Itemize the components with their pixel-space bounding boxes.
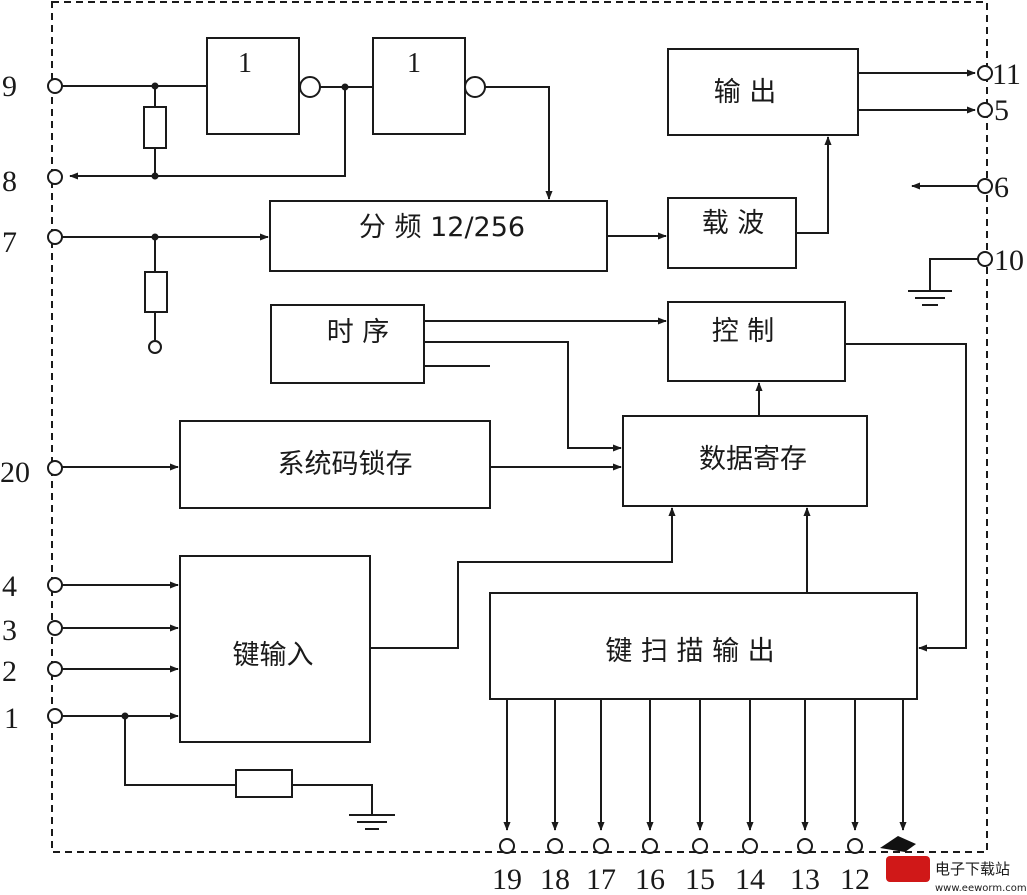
pin-4	[47, 577, 63, 593]
inverter-1-bubble	[299, 76, 321, 98]
system-code-latch-label: 系统码锁存	[278, 449, 413, 480]
watermark-logo-icon	[880, 836, 916, 852]
pin-label-9: 9	[2, 70, 17, 103]
pin-label-14: 14	[735, 863, 765, 895]
watermark-text: 电子下载站	[935, 860, 1010, 878]
timing-label: 时 序	[327, 317, 390, 348]
carrier-block	[667, 197, 797, 269]
carrier-to-output	[796, 136, 832, 234]
inverter-2-bubble	[464, 76, 486, 98]
pin1-resistor-ground	[121, 712, 395, 830]
pin-19	[499, 838, 515, 854]
control-label: 控 制	[712, 316, 775, 347]
pin-label-13: 13	[790, 863, 820, 895]
pin-12	[847, 838, 863, 854]
pin-11	[977, 65, 993, 81]
data-register-label: 数据寄存	[699, 444, 807, 475]
key-scan-output-label: 键 扫 描 输 出	[605, 636, 774, 667]
watermark: 电子下载站 www.eeworm.com	[880, 836, 1027, 894]
pin-13	[797, 838, 813, 854]
pin-10	[977, 251, 993, 267]
pin-label-19: 19	[492, 863, 522, 895]
timing-block	[270, 304, 425, 384]
divider-block	[269, 200, 608, 272]
key-input-to-data-register	[370, 507, 676, 649]
chip-boundary	[51, 1, 988, 853]
oscillator-wiring	[61, 82, 553, 200]
inverter-1-label: 1	[238, 48, 252, 79]
timing-to-data-register	[424, 341, 622, 452]
pin-3	[47, 620, 63, 636]
pin-8	[47, 169, 63, 185]
pin-label-17: 17	[586, 863, 616, 895]
pin-17	[593, 838, 609, 854]
watermark-logo-badge	[886, 856, 930, 882]
pin-6	[977, 178, 993, 194]
pin-label-8: 8	[2, 165, 17, 198]
watermark-url: www.eeworm.com	[935, 883, 1027, 894]
divider-label: 分 频 12/256	[359, 212, 525, 243]
system-code-latch-block	[179, 420, 491, 509]
key-input-label: 键输入	[233, 640, 314, 671]
pin-label-16: 16	[635, 863, 665, 895]
pin-label-18: 18	[540, 863, 570, 895]
key-scan-output-block	[489, 592, 918, 700]
pin7-wiring	[61, 233, 269, 354]
inverter-2-label: 1	[407, 48, 421, 79]
pin-16	[642, 838, 658, 854]
pin-9	[47, 78, 63, 94]
pin-20	[47, 460, 63, 476]
pin-label-11: 11	[992, 58, 1021, 91]
control-to-key-scan	[845, 343, 967, 652]
output-block	[667, 48, 859, 136]
pin-label-15: 15	[685, 863, 715, 895]
pin-label-6: 6	[994, 171, 1009, 204]
control-block	[667, 301, 846, 382]
pin-label-20: 20	[0, 456, 30, 489]
pin-label-4: 4	[2, 570, 17, 603]
key-scan-output-lines	[503, 699, 907, 831]
pin-label-3: 3	[2, 614, 17, 647]
pin-label-12: 12	[840, 863, 870, 895]
pin-18	[547, 838, 563, 854]
pin-7	[47, 229, 63, 245]
pin-label-2: 2	[2, 655, 17, 688]
inverter-2-block	[372, 37, 466, 135]
pin-14	[742, 838, 758, 854]
pin-15	[692, 838, 708, 854]
pin-label-7: 7	[2, 226, 17, 259]
output-label: 输 出	[714, 77, 777, 108]
inverter-1-block	[206, 37, 300, 135]
pin10-ground	[908, 258, 978, 306]
pin-label-1: 1	[4, 702, 19, 735]
pin-1	[47, 708, 63, 724]
pin-2	[47, 661, 63, 677]
pin-label-5: 5	[994, 94, 1009, 127]
pin-5	[977, 102, 993, 118]
data-register-block	[622, 415, 868, 507]
pin-label-10: 10	[994, 244, 1024, 277]
carrier-label: 载 波	[702, 208, 765, 239]
